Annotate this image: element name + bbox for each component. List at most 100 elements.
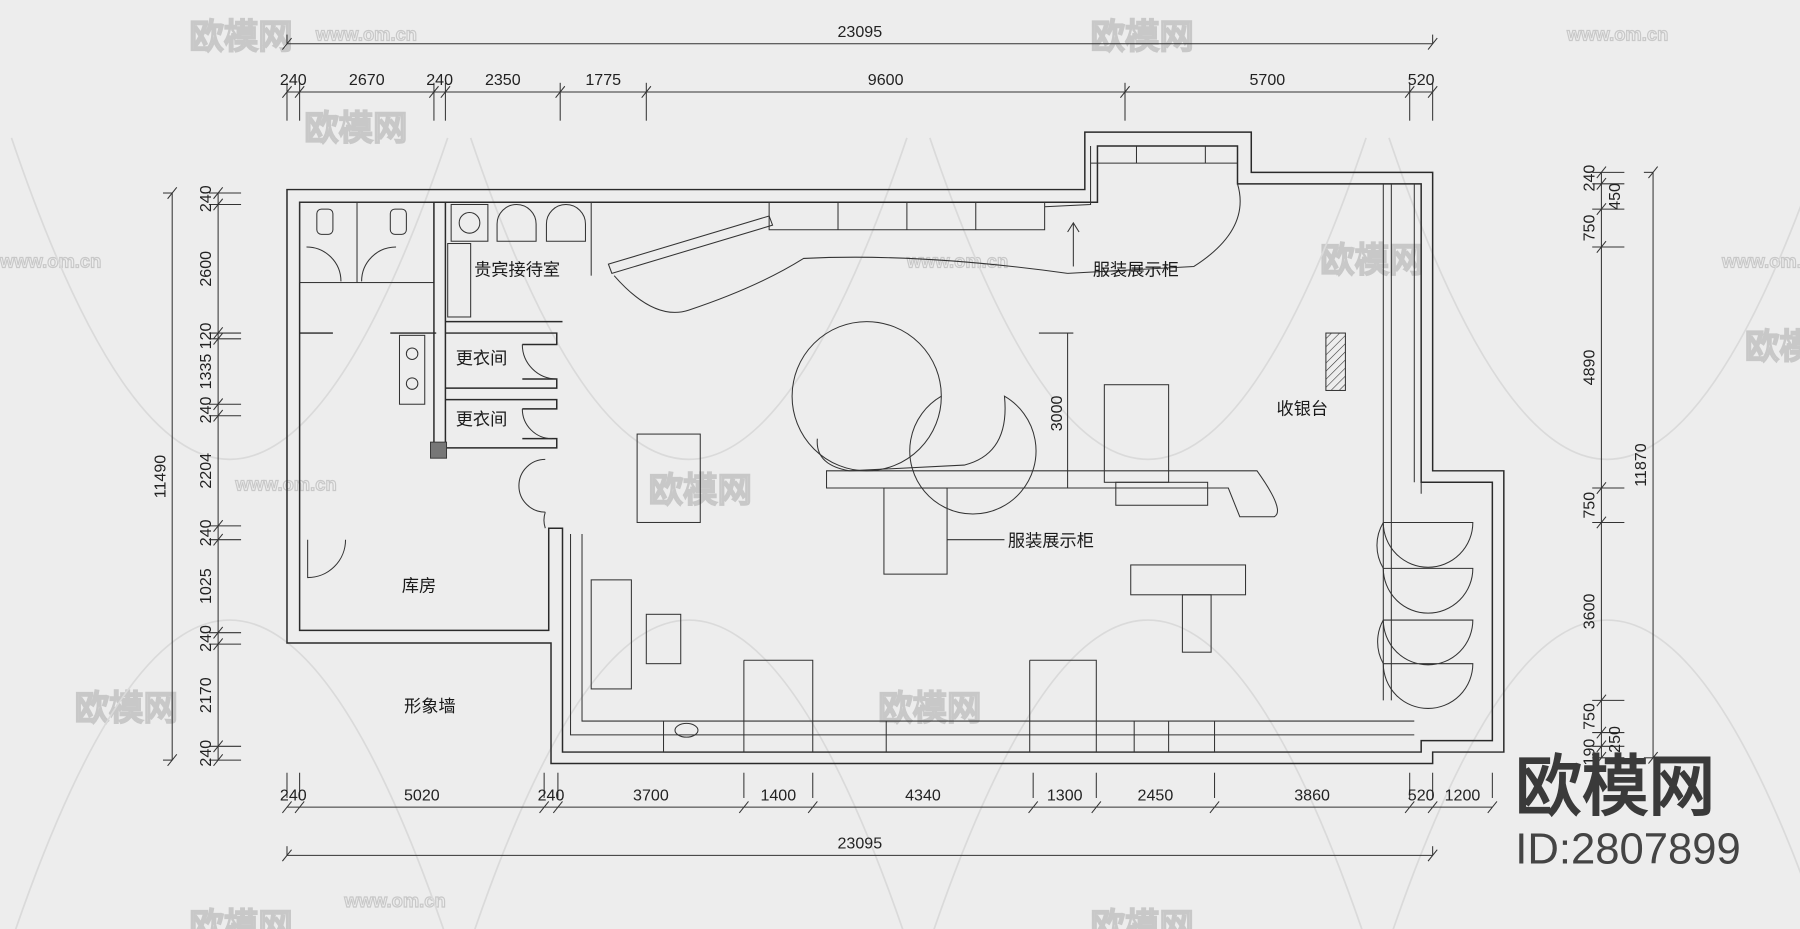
dim-label: 11870 [1632,443,1650,487]
watermark-url: www.om.cn [234,473,336,494]
watermark-logo: 欧模网 [1515,747,1715,825]
circular-display [791,321,942,472]
bottom-display-cabinets [663,659,1216,753]
plant-icon [674,722,699,738]
dim-label: 240 [197,519,215,546]
dim-label: 1400 [760,786,796,804]
display-table [1181,594,1212,653]
label-fitting-room-1: 更衣间 [456,349,508,369]
watermark-url: www.om.cn [1566,23,1668,44]
dim-label: 240 [197,740,215,767]
dim-label: 1335 [197,354,215,390]
dim-label: 11490 [151,455,169,499]
dim-label: 1300 [1047,786,1083,804]
watermark-brand: 欧模网 [304,109,407,149]
dim-label: 240 [280,786,307,804]
dimension-lines: 23095 240 2670 240 2350 1775 9600 5700 520 240 502… [151,23,1659,862]
watermark-layer: 欧模网欧模网欧模网欧模网欧模网欧模网欧模网欧模网欧模网欧模网www.om.cnw… [0,17,1800,929]
dim-label: 4890 [1581,350,1599,386]
display-table [1130,564,1247,596]
dim-tick [1427,801,1438,814]
watermark-brand: 欧模网 [75,689,178,729]
label-display-cabinet-top: 服装展示柜 [1093,261,1179,281]
dim-label: 2450 [1138,786,1174,804]
label-vip-room: 贵宾接待室 [474,261,560,281]
wall-cabinet-line [570,533,1415,736]
dim-label: 2204 [197,453,215,489]
dim-label: 5700 [1249,71,1285,89]
dim-label: 240 [280,71,307,89]
sofa-icon [447,243,472,318]
dim-label: 1200 [1445,786,1481,804]
dim-label: 750 [1581,703,1599,730]
washer-drum-icon [458,212,481,234]
label-cashier: 收银台 [1277,400,1329,420]
display-table [636,433,701,523]
watermark-id: ID:2807899 [1515,825,1741,873]
arrow-head-icon [1067,221,1080,233]
dim-label: 240 [426,71,453,89]
display-stand [1115,481,1209,506]
dim-label: 240 [1581,165,1599,192]
watermark-url: www.om.cn [0,251,101,272]
watermark-url: www.om.cn [343,890,445,911]
dim-tick [1028,801,1039,814]
watermark-brand: 欧模网 [1745,327,1800,367]
label-fitting-room-2: 更衣间 [456,410,508,430]
dim-label: 240 [197,397,215,424]
dim-label: 2350 [485,71,521,89]
dim-tick [552,801,563,814]
display-cabinet-top [768,202,1046,231]
watermark-brand: 欧模网 [1091,907,1194,929]
dim-tick [539,801,550,814]
dim-label: 1775 [585,71,621,89]
dim-label: 2670 [349,71,385,89]
watermark-url: www.om.cn [315,23,417,44]
dim-label: 520 [1408,786,1435,804]
dim-label: 3860 [1294,786,1330,804]
watermark-brand: 欧模网 [189,907,292,929]
inner-wall [298,145,1494,753]
toilet-block [299,201,435,284]
sofa-icon [590,579,632,690]
watermark-brand: 欧模网 [189,17,292,57]
watermark-arc [1388,137,1800,929]
dim-label: 240 [197,625,215,652]
watermark-brand: 欧模网 [1320,241,1423,281]
dim-label: 5020 [404,786,440,804]
dim-label: 4340 [905,786,941,804]
display-cabinet-top-right [1044,145,1238,208]
dim-tick [1091,801,1102,814]
dim-label: 23095 [837,23,882,41]
long-display-counter [826,470,1278,518]
washer-icon [450,203,489,242]
dim-label: 520 [1408,71,1435,89]
dim-label: 1025 [197,568,215,604]
dim-label: 240 [538,786,565,804]
double-door-icon [518,458,546,529]
dim-tick [281,801,292,814]
basin-icon [405,347,419,360]
revolving-door-icon [1376,521,1474,709]
dim-label: 9600 [868,71,904,89]
label-display-cabinet-center: 服装展示柜 [1008,532,1094,552]
outer-wall [286,131,1505,765]
dim-label: 450 [1606,183,1624,210]
armchair-icon [645,613,682,665]
dim-label: 23095 [837,834,882,852]
dim-tick [1209,801,1220,814]
dim-label: 3700 [633,786,669,804]
dim-tick [1487,801,1498,814]
door-swing-icon [521,344,557,440]
spiral-display [816,395,1037,515]
dim-label: 750 [1581,215,1599,242]
chair-icon [496,204,586,242]
dim-label: 240 [197,185,215,212]
squat-toilet-icon [389,208,407,235]
window-line [1382,183,1422,701]
dim-label: 2600 [197,251,215,287]
watermark-url: www.om.cn [1721,251,1800,272]
watermark-arc [10,137,449,929]
